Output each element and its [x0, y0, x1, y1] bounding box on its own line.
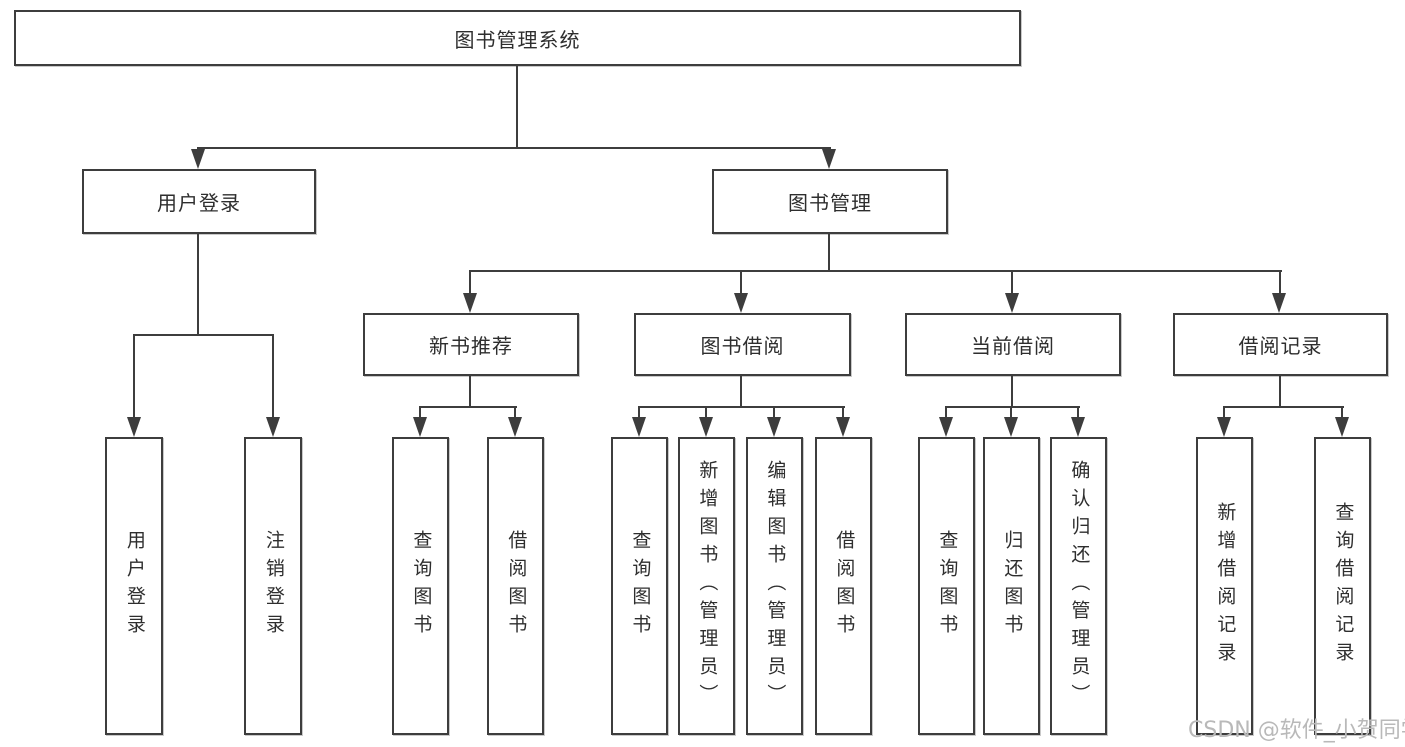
arrow-down-icon	[632, 417, 646, 437]
arrow-down-icon	[1217, 417, 1231, 437]
arrow-down-icon	[822, 149, 836, 169]
connector-line	[638, 406, 845, 408]
node-book-management: 图书管理	[712, 169, 948, 234]
leaf-nbr-borrow-books-label: 借阅图书	[505, 530, 528, 642]
arrow-down-icon	[508, 417, 522, 437]
leaf-cb-confirm-return-admin-label: 确认归还（管理员）	[1068, 460, 1091, 712]
arrow-down-icon	[1272, 293, 1286, 313]
arrow-down-icon	[836, 417, 850, 437]
arrow-down-icon	[1004, 417, 1018, 437]
leaf-br-query-record: 查询借阅记录	[1314, 437, 1371, 735]
connector-line	[945, 408, 947, 417]
connector-line	[740, 272, 742, 293]
leaf-user-login-label: 用户登录	[123, 530, 146, 642]
node-root: 图书管理系统	[14, 10, 1021, 66]
arrow-down-icon	[191, 149, 205, 169]
connector-line	[828, 234, 830, 272]
connector-line	[514, 408, 516, 417]
connector-line	[1279, 272, 1281, 293]
node-current-borrowing-label: 当前借阅	[971, 334, 1055, 358]
leaf-br-add-record: 新增借阅记录	[1196, 437, 1253, 735]
leaf-cb-query-books: 查询图书	[918, 437, 975, 735]
leaf-logout: 注销登录	[244, 437, 302, 735]
node-borrowing-records-label: 借阅记录	[1238, 334, 1323, 358]
leaf-nbr-query-books-label: 查询图书	[410, 530, 433, 642]
node-book-management-label: 图书管理	[788, 191, 872, 215]
node-current-borrowing: 当前借阅	[905, 313, 1121, 376]
leaf-bb-borrow-books: 借阅图书	[815, 437, 872, 735]
connector-line	[773, 408, 775, 417]
connector-line	[1011, 272, 1013, 293]
leaf-bb-query-books: 查询图书	[611, 437, 668, 735]
connector-line	[197, 234, 199, 336]
connector-line	[272, 336, 274, 417]
connector-line	[740, 376, 742, 407]
connector-line	[1010, 408, 1012, 417]
leaf-bb-add-books-admin: 新增图书（管理员）	[678, 437, 735, 735]
arrow-down-icon	[413, 417, 427, 437]
arrow-down-icon	[767, 417, 781, 437]
leaf-bb-add-books-admin-label: 新增图书（管理员）	[696, 460, 719, 712]
leaf-nbr-query-books: 查询图书	[392, 437, 449, 735]
connector-line	[197, 147, 831, 149]
node-root-label: 图书管理系统	[454, 27, 581, 52]
connector-line	[1279, 376, 1281, 407]
connector-line	[516, 66, 518, 147]
arrow-down-icon	[266, 417, 280, 437]
connector-line	[469, 272, 471, 293]
leaf-logout-label: 注销登录	[262, 530, 285, 642]
arrow-down-icon	[734, 293, 748, 313]
node-book-borrowing: 图书借阅	[634, 313, 851, 376]
leaf-br-query-record-label: 查询借阅记录	[1332, 502, 1355, 670]
leaf-cb-return-books-label: 归还图书	[1001, 530, 1024, 642]
connector-line	[419, 406, 517, 408]
leaf-user-login: 用户登录	[105, 437, 163, 735]
leaf-nbr-borrow-books: 借阅图书	[487, 437, 544, 735]
connector-line	[1077, 408, 1079, 417]
node-new-book-recommendation: 新书推荐	[363, 313, 579, 376]
arrow-down-icon	[939, 417, 953, 437]
leaf-cb-confirm-return-admin: 确认归还（管理员）	[1050, 437, 1107, 735]
connector-line	[419, 408, 421, 417]
arrow-down-icon	[1071, 417, 1085, 437]
arrow-down-icon	[127, 417, 141, 437]
connector-line	[1011, 376, 1013, 407]
connector-line	[469, 376, 471, 407]
node-book-borrowing-label: 图书借阅	[700, 334, 785, 358]
node-borrowing-records: 借阅记录	[1173, 313, 1388, 376]
connector-line	[1341, 408, 1343, 417]
node-user-login-label: 用户登录	[157, 191, 241, 215]
arrow-down-icon	[699, 417, 713, 437]
watermark: CSDN @软件_小贺同学	[1188, 718, 1405, 743]
leaf-bb-edit-books-admin: 编辑图书（管理员）	[746, 437, 803, 735]
connector-line	[133, 334, 274, 336]
connector-line	[1223, 408, 1225, 417]
leaf-bb-edit-books-admin-label: 编辑图书（管理员）	[764, 460, 787, 712]
arrow-down-icon	[1005, 293, 1019, 313]
node-user-login: 用户登录	[82, 169, 316, 234]
leaf-bb-query-books-label: 查询图书	[629, 530, 652, 642]
arrow-down-icon	[463, 293, 477, 313]
connector-line	[133, 336, 135, 417]
leaf-cb-query-books-label: 查询图书	[936, 530, 959, 642]
connector-line	[945, 406, 1080, 408]
connector-line	[842, 408, 844, 417]
connector-line	[469, 270, 1282, 272]
leaf-bb-borrow-books-label: 借阅图书	[833, 530, 856, 642]
connector-line	[1223, 406, 1344, 408]
leaf-br-add-record-label: 新增借阅记录	[1214, 502, 1237, 670]
node-new-book-recommendation-label: 新书推荐	[429, 334, 513, 358]
arrow-down-icon	[1335, 417, 1349, 437]
connector-line	[705, 408, 707, 417]
connector-line	[638, 408, 640, 417]
leaf-cb-return-books: 归还图书	[983, 437, 1040, 735]
